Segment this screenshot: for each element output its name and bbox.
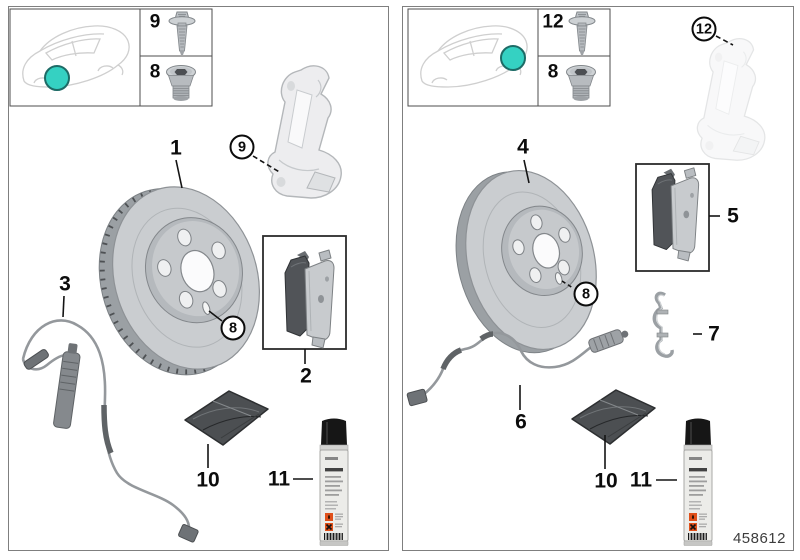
caliper-carrier-faint xyxy=(696,38,766,161)
diagram-number: 458612 xyxy=(732,530,786,547)
callout-12-carrier[interactable]: 12 xyxy=(691,16,717,42)
front-axle-diagram-panel: 9 8 1 9 8 2 3 10 11 xyxy=(8,6,389,551)
rear-wheel-locator-dot xyxy=(500,45,526,71)
callout-1-disc[interactable]: 1 xyxy=(170,136,182,160)
callout-10-grease[interactable]: 10 xyxy=(594,469,618,493)
set-screw-hole xyxy=(202,301,211,315)
front-wear-sensor-cable xyxy=(21,319,199,543)
leader-lines xyxy=(62,155,313,480)
callout-8-set-screw[interactable]: 8 xyxy=(573,281,599,307)
callout-12-fastener[interactable]: 12 xyxy=(542,11,564,33)
callout-6-sensor[interactable]: 6 xyxy=(515,410,527,434)
callout-3-sensor[interactable]: 3 xyxy=(59,272,71,296)
callout-7-spring[interactable]: 7 xyxy=(708,322,720,346)
rear-brake-disc xyxy=(455,170,597,354)
front-brake-disc xyxy=(98,186,260,376)
retaining-spring-clip xyxy=(652,291,674,358)
callout-9-fastener[interactable]: 9 xyxy=(149,11,161,33)
fastener-box-12 xyxy=(537,8,611,57)
rear-axle-artwork xyxy=(406,8,766,547)
front-wheel-locator-dot xyxy=(44,65,70,91)
callout-9-carrier[interactable]: 9 xyxy=(229,134,255,160)
car-locator-box xyxy=(9,8,141,107)
callout-8-fastener[interactable]: 8 xyxy=(149,61,161,83)
front-axle-artwork xyxy=(9,8,349,547)
set-screw-hole xyxy=(554,272,563,285)
callout-10-grease[interactable]: 10 xyxy=(196,468,220,492)
callout-4-disc[interactable]: 4 xyxy=(517,135,529,159)
leader-lines xyxy=(519,35,734,481)
callout-8-set-screw[interactable]: 8 xyxy=(220,315,246,341)
callout-5-pads[interactable]: 5 xyxy=(727,204,739,228)
rear-axle-diagram-panel: 12 8 4 12 8 5 7 6 10 11 458612 xyxy=(402,6,794,551)
callout-2-pads[interactable]: 2 xyxy=(300,364,312,388)
rear-wear-sensor-cable xyxy=(406,329,629,407)
callout-11-cleaner[interactable]: 11 xyxy=(629,468,653,492)
callout-11-cleaner[interactable]: 11 xyxy=(267,467,291,491)
callout-8-fastener[interactable]: 8 xyxy=(547,61,559,83)
caliper-carrier xyxy=(267,65,342,199)
